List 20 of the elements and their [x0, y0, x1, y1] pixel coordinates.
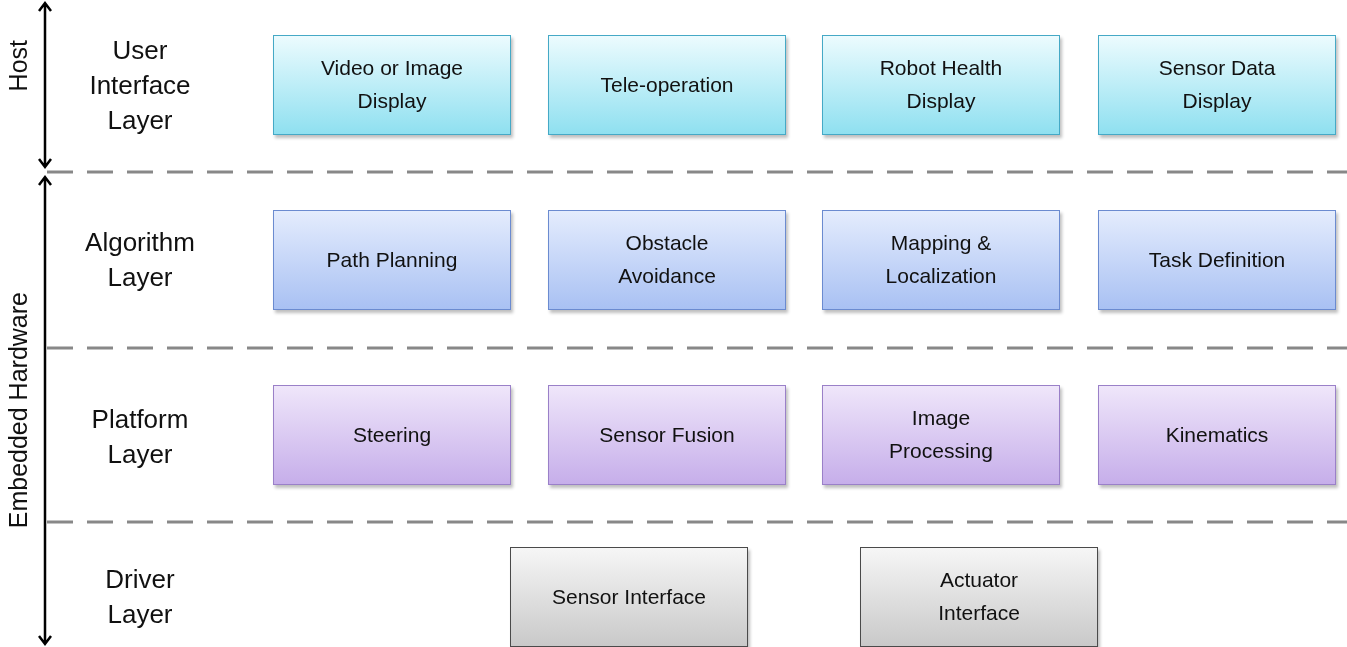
module-box: Steering	[273, 385, 511, 485]
module-box: Video or Image Display	[273, 35, 511, 135]
module-box: Robot Health Display	[822, 35, 1060, 135]
module-box: Image Processing	[822, 385, 1060, 485]
module-box: Tele-operation	[548, 35, 786, 135]
module-box: Kinematics	[1098, 385, 1336, 485]
layer-label: Algorithm Layer	[84, 226, 196, 295]
range-label: Host	[4, 39, 33, 91]
module-box: Actuator Interface	[860, 547, 1098, 647]
module-box: Path Planning	[273, 210, 511, 310]
module-box: Sensor Interface	[510, 547, 748, 647]
module-box: Obstacle Avoidance	[548, 210, 786, 310]
layer-label: User Interface Layer	[88, 33, 192, 137]
module-box: Mapping & Localization	[822, 210, 1060, 310]
module-box: Sensor Data Display	[1098, 35, 1336, 135]
module-box: Sensor Fusion	[548, 385, 786, 485]
module-box: Task Definition	[1098, 210, 1336, 310]
range-label: Embedded Hardware	[4, 292, 33, 529]
layer-label: Platform Layer	[90, 403, 190, 472]
layer-label: Driver Layer	[104, 563, 176, 632]
